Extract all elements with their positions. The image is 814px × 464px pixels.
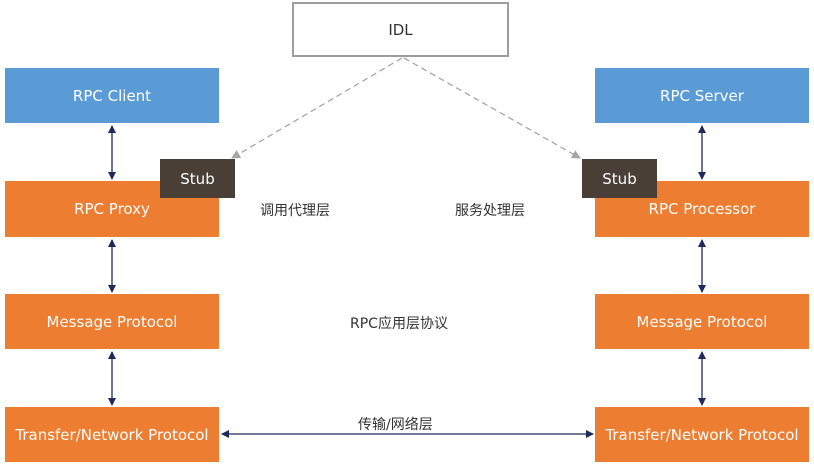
rpc-server-box: RPC Server xyxy=(595,68,809,123)
rpc-client-box: RPC Client xyxy=(5,68,219,123)
rpc-proxy-box: RPC Proxy xyxy=(5,181,219,237)
idl-to-right-stub-arrow xyxy=(403,57,581,159)
idl-to-left-stub-arrow xyxy=(231,57,403,159)
service-layer-label: 服务处理层 xyxy=(455,203,525,219)
idl-box: IDL xyxy=(292,2,509,57)
proxy-layer-label: 调用代理层 xyxy=(260,203,330,219)
transport-layer-label: 传输/网络层 xyxy=(358,417,433,433)
app-protocol-label: RPC应用层协议 xyxy=(350,316,448,332)
transfer-protocol-box-right: Transfer/Network Protocol xyxy=(595,407,809,462)
message-protocol-box-left: Message Protocol xyxy=(5,294,219,349)
transfer-protocol-box-left: Transfer/Network Protocol xyxy=(5,407,219,462)
stub-box-left: Stub xyxy=(160,159,235,198)
message-protocol-box-right: Message Protocol xyxy=(595,294,809,349)
stub-box-right: Stub xyxy=(582,159,657,198)
